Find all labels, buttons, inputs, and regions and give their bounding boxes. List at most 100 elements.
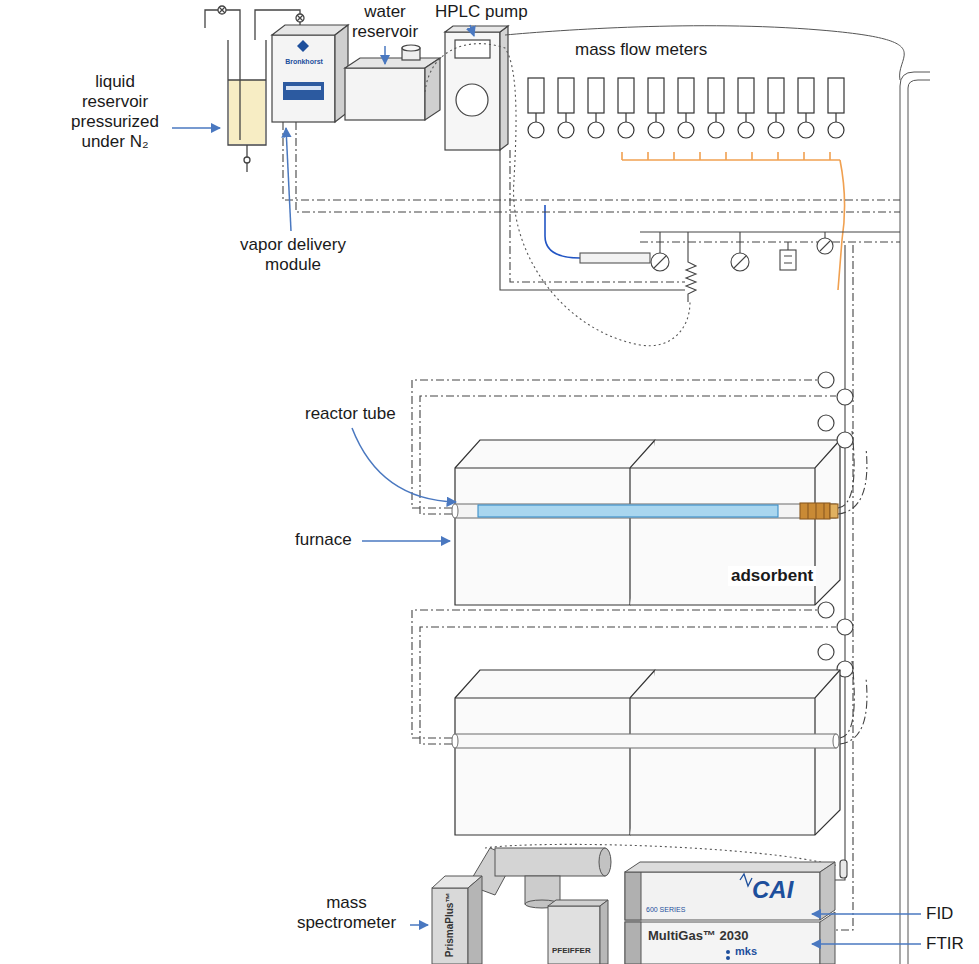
mass-flow-meter <box>798 78 814 113</box>
callout-label: water reservoir <box>340 2 430 42</box>
mass-spectrometer <box>432 848 611 964</box>
brand-label: PFEIFFER <box>552 946 591 955</box>
brand-label: mks <box>735 945 757 958</box>
fid-analyzer <box>625 872 641 920</box>
vapor-delivery-module <box>272 25 348 122</box>
conduit <box>686 232 696 302</box>
leader-arrow <box>286 128 291 231</box>
conduit <box>780 250 796 270</box>
conduit <box>500 150 685 290</box>
valve <box>837 389 853 405</box>
valve <box>818 372 853 677</box>
conduit <box>824 232 825 238</box>
brand-label: Bronkhorst <box>274 58 334 66</box>
liquid-reservoir <box>228 40 266 145</box>
furnace <box>630 670 840 835</box>
mass-flow-meter <box>678 122 694 138</box>
tubing <box>425 44 690 346</box>
callout-label: liquid reservoir pressurized under N₂ <box>65 72 165 152</box>
reactor-connection <box>412 610 867 744</box>
mass-flow-meter <box>738 122 754 138</box>
mass-flow-meter <box>558 122 574 138</box>
mass-flow-meter <box>708 78 724 113</box>
conduit <box>739 232 740 253</box>
conduit <box>651 253 669 271</box>
reactor-connection <box>838 448 867 514</box>
liquid-reservoir <box>239 30 240 140</box>
reactor-tube <box>455 734 836 748</box>
mass-flow-meter <box>595 113 596 122</box>
reactor-connection <box>412 380 817 508</box>
furnace <box>455 440 655 605</box>
furnace <box>455 670 655 835</box>
leader-arrow <box>410 924 428 926</box>
conduit <box>734 256 746 268</box>
liquid-reservoir <box>296 14 304 22</box>
mass-flow-meter <box>715 113 716 122</box>
reactor-connection <box>412 380 867 514</box>
conduit <box>640 241 900 242</box>
mass-spectrometer <box>468 876 482 964</box>
mass-flow-meter <box>768 78 784 113</box>
reactor-connection <box>420 627 836 744</box>
mass-flow-meter <box>618 122 634 138</box>
gas-manifold <box>622 159 840 161</box>
reactor-connection <box>840 678 867 744</box>
reactor-tube <box>833 734 839 748</box>
mass-flow-meter <box>798 122 814 138</box>
conduit <box>283 122 900 870</box>
hplc-pump <box>445 32 500 150</box>
signal-wire <box>908 80 930 964</box>
mass-flow-meter <box>535 113 536 122</box>
mass-flow-meter <box>678 78 694 113</box>
mass-spectrometer <box>600 900 608 964</box>
reactor-tube <box>808 503 824 519</box>
mass-spectrometer <box>548 906 600 964</box>
valve <box>818 602 834 618</box>
mass-flow-meter <box>528 122 544 138</box>
mass-flow-meter <box>835 113 836 122</box>
callout-label: mass spectrometer <box>288 893 405 933</box>
reactor-connection <box>838 431 854 508</box>
conduit <box>844 245 845 870</box>
callout-label: furnace <box>295 530 352 550</box>
water-reservoir <box>402 45 420 51</box>
vapor-delivery-module <box>286 86 321 90</box>
gas-manifold <box>622 152 845 290</box>
hplc-pump <box>456 84 488 116</box>
liquid-reservoir <box>218 6 226 14</box>
reactor-tube <box>452 734 458 748</box>
conduit <box>654 256 666 268</box>
leader-arrow <box>352 428 456 502</box>
callout-label: FID <box>926 904 953 924</box>
leader-arrow <box>470 25 474 36</box>
reactor-tube <box>478 505 778 517</box>
fid-analyzer <box>625 862 835 872</box>
hplc-pump <box>500 26 508 150</box>
fid-analyzer <box>820 862 835 920</box>
conduit <box>835 860 853 930</box>
ftir-analyzer <box>726 950 730 954</box>
furnace <box>630 440 840 605</box>
mass-flow-meter <box>775 113 776 122</box>
mass-flow-meter <box>708 122 724 138</box>
mass-flow-meter <box>768 122 784 138</box>
ftir-analyzer <box>625 922 641 964</box>
mass-flow-meter <box>828 122 844 138</box>
mass-flow-meter <box>648 122 664 138</box>
callout-label: reactor tube <box>305 404 396 424</box>
water-line <box>545 205 650 263</box>
furnace <box>630 670 840 835</box>
mass-flow-meter <box>648 78 664 113</box>
leader-arrow <box>362 540 450 542</box>
reactor-tube <box>452 734 839 748</box>
mass-flow-meter <box>655 113 656 122</box>
brand-label: CAI <box>752 876 793 904</box>
mass-flow-meter <box>588 78 604 113</box>
fid-analyzer <box>625 872 820 920</box>
mass-flow-meter <box>828 78 844 113</box>
vapor-delivery-module <box>272 35 335 122</box>
hplc-pump <box>445 26 508 32</box>
reactor-tube <box>800 503 830 519</box>
